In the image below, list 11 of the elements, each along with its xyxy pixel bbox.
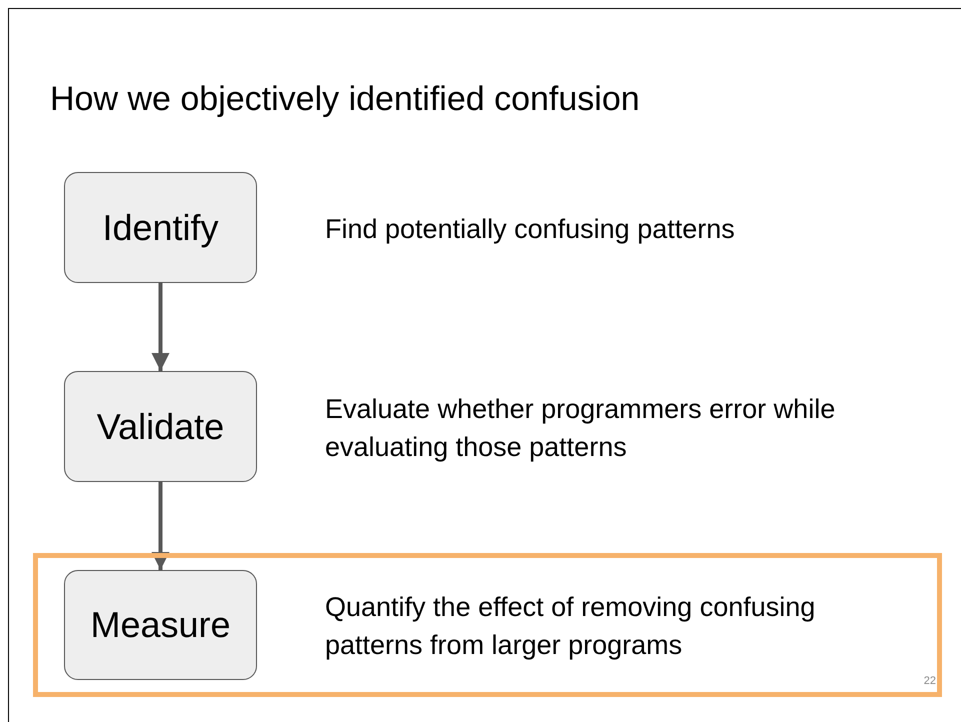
highlight-frame — [33, 553, 942, 697]
box-label: Identify — [102, 210, 219, 246]
page-number: 22 — [922, 676, 937, 687]
arrow — [152, 482, 170, 570]
arrow — [152, 283, 170, 371]
slide-title: How we objectively identified confusion — [50, 82, 640, 116]
description-text: Evaluate whether programmers error while evaluating those patterns — [325, 392, 836, 464]
description-text: Quantify the effect of removing confusing patterns from larger programs — [325, 591, 816, 662]
box-label: Measure — [90, 607, 231, 643]
box-label: Validate — [96, 408, 224, 444]
description-text: Find potentially confusing patterns — [325, 212, 735, 246]
